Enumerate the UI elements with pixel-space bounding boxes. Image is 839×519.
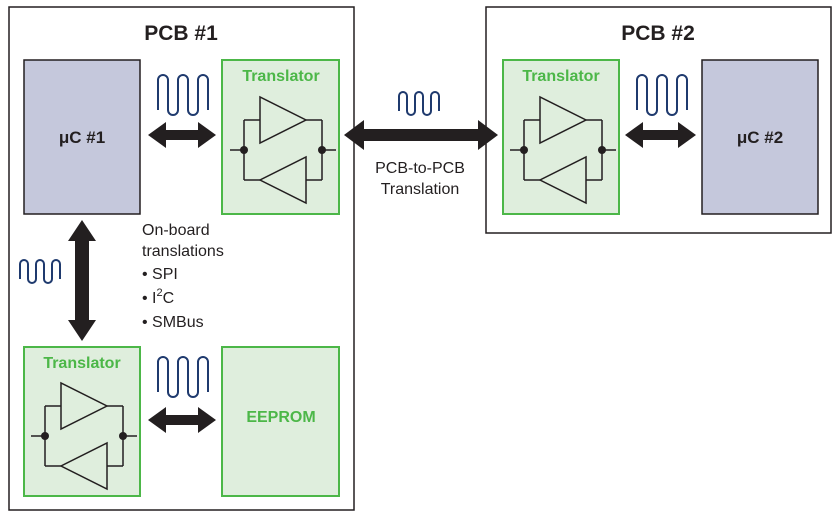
translator-pcb1-top-label: Translator xyxy=(242,68,319,85)
translator-pcb2 xyxy=(502,59,620,215)
onboard-item-i2c: • I2C xyxy=(142,287,174,307)
eeprom-label: EEPROM xyxy=(246,409,315,426)
onboard-heading-line1: On-board xyxy=(142,222,210,239)
eeprom xyxy=(221,346,340,497)
double-arrow-icon xyxy=(625,122,696,148)
double-arrow-icon xyxy=(68,220,96,341)
double-arrow-icon xyxy=(344,120,498,150)
pcb1-title: PCB #1 xyxy=(144,22,218,45)
onboard-heading-line2: translations xyxy=(142,243,224,260)
translator-pcb2-label: Translator xyxy=(522,68,599,85)
microcontroller-1 xyxy=(23,59,141,215)
onboard-item-spi: • SPI xyxy=(142,266,178,283)
microcontroller-2-label: μC #2 xyxy=(737,128,783,147)
microcontroller-2 xyxy=(701,59,819,215)
double-arrow-icon xyxy=(148,407,216,433)
waveform-icon xyxy=(398,91,440,116)
double-arrow-icon xyxy=(148,122,216,148)
pcb-link-label-line2: Translation xyxy=(381,181,460,198)
pcb-link-label-line1: PCB-to-PCB xyxy=(375,160,465,177)
pcb2-title: PCB #2 xyxy=(621,22,695,45)
onboard-item-smbus: • SMBus xyxy=(142,314,204,331)
translator-pcb1-bottom-label: Translator xyxy=(43,355,120,372)
microcontroller-1-label: μC #1 xyxy=(59,128,105,147)
